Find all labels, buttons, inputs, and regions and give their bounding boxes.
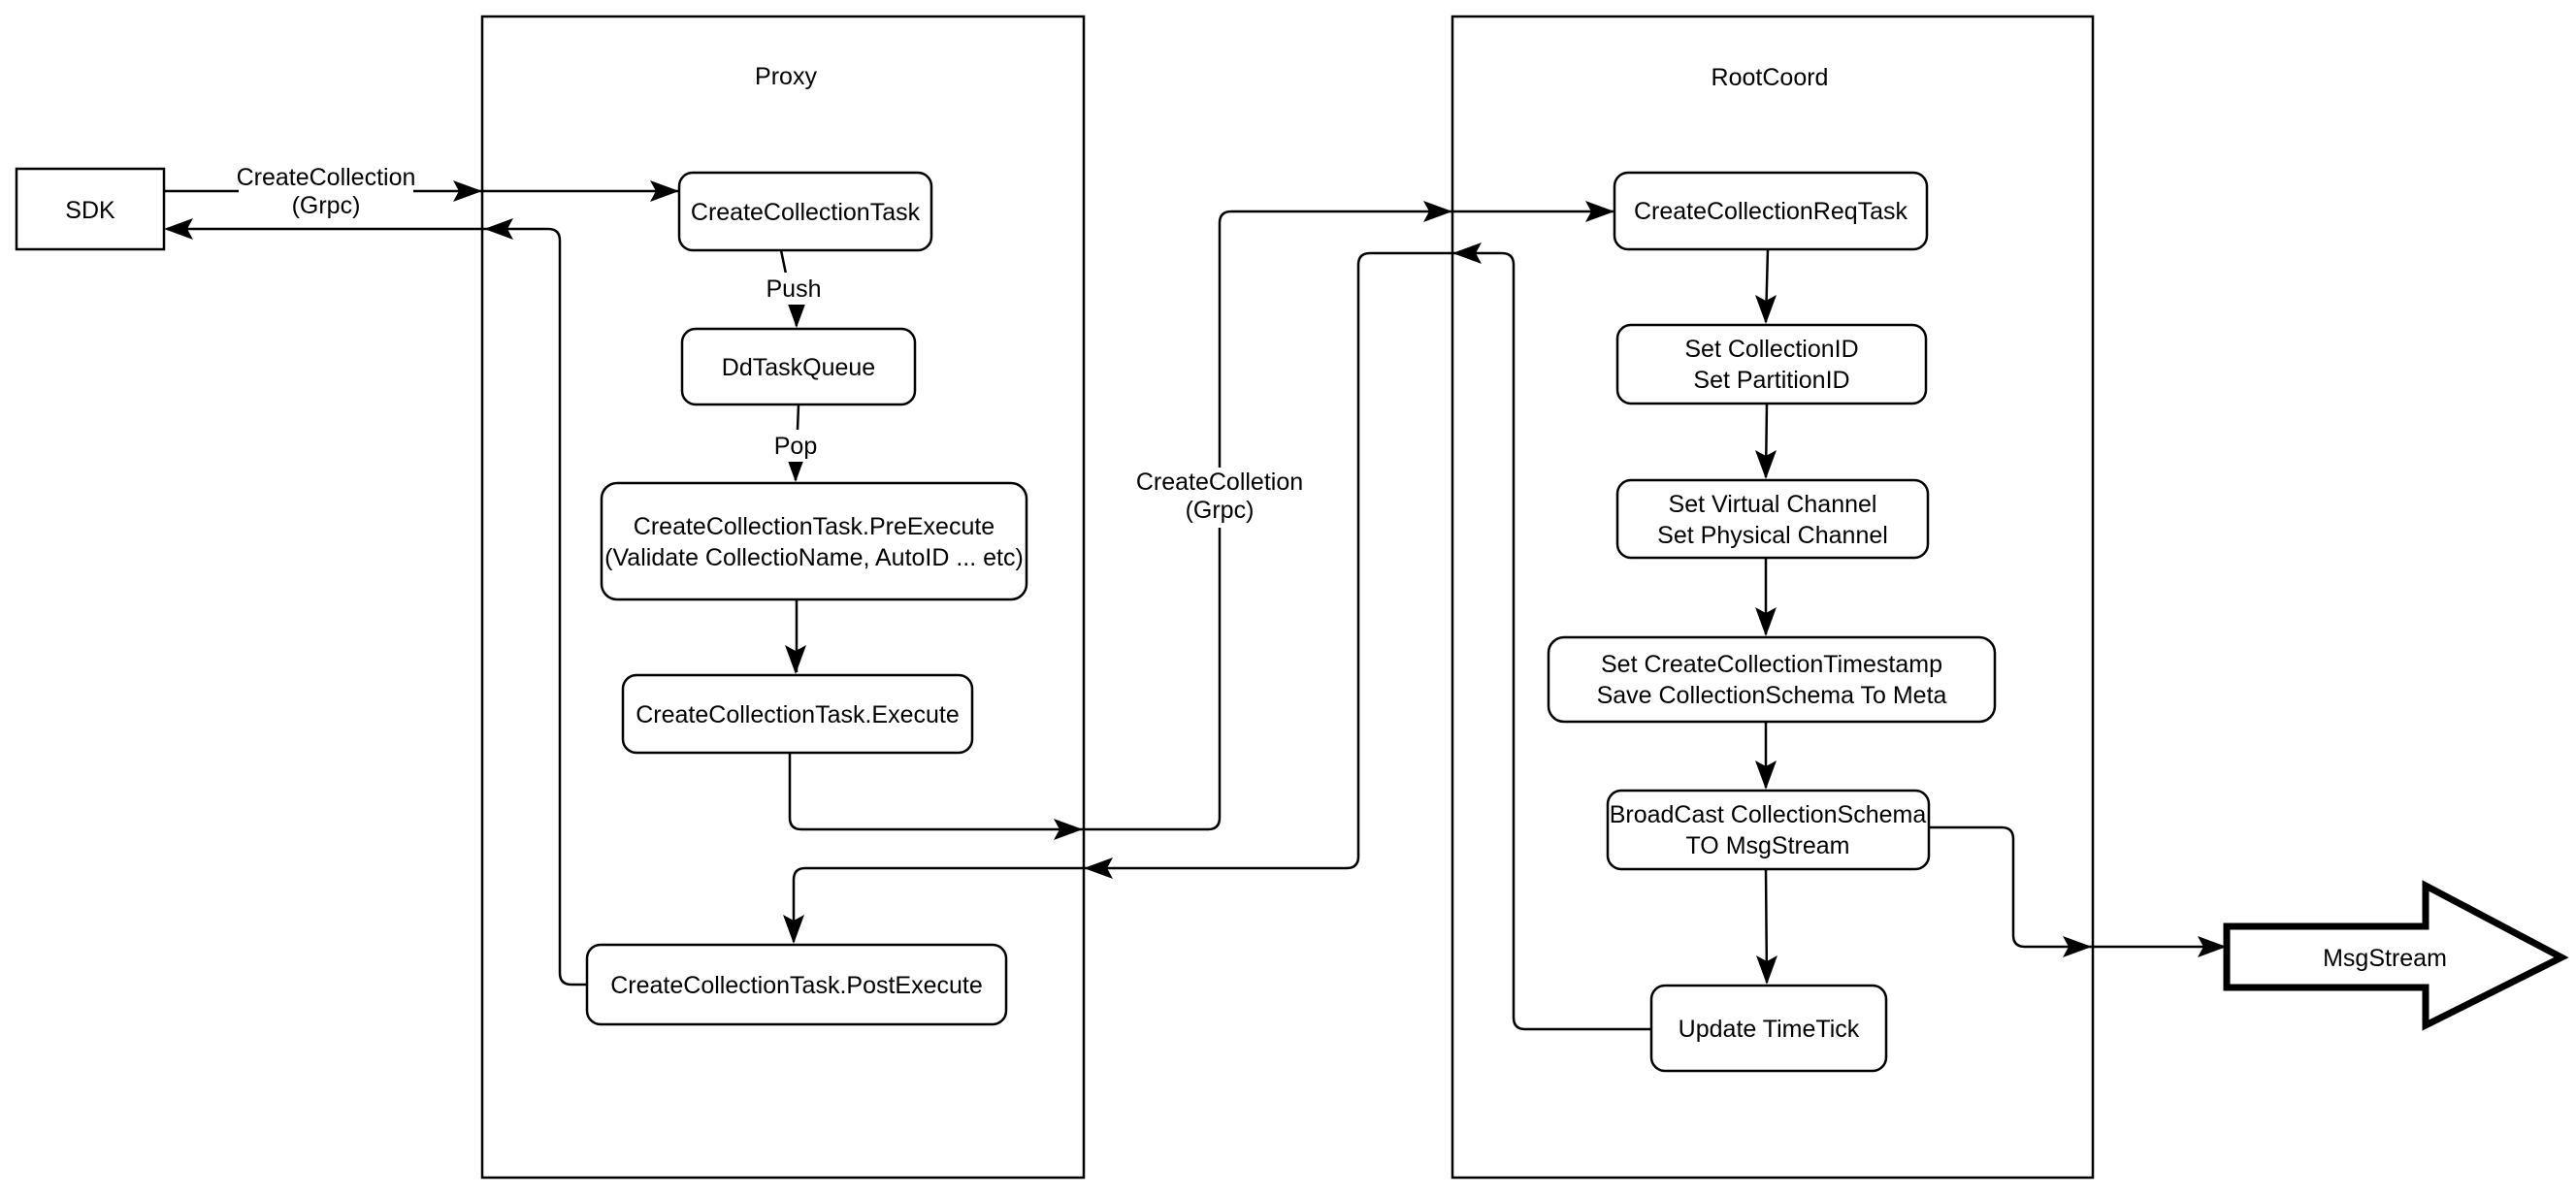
settimestamp-label-line1: Set CreateCollectionTimestamp <box>1601 651 1942 678</box>
arrowhead-down-ddtaskqueue <box>786 299 807 328</box>
edge-updatetimetick-to-postexecute <box>792 251 1651 1031</box>
setcollectionid-label-line1: Set CollectionID <box>1684 336 1858 363</box>
arrowhead-right-proxy-border-in <box>453 180 482 202</box>
ddtaskqueue-label: DdTaskQueue <box>722 354 875 381</box>
broadcast-node: BroadCast CollectionSchema TO MsgStream <box>1606 789 1931 871</box>
edge-label-proxy-grpc-line1: CreateColletion <box>1136 469 1303 496</box>
createcollectionreqtask-label: CreateCollectionReqTask <box>1634 198 1908 225</box>
preexecute-node: CreateCollectionTask.PreExecute (Validat… <box>600 481 1028 601</box>
sdk-label: SDK <box>65 197 115 224</box>
execute-node: CreateCollectionTask.Execute <box>621 673 974 755</box>
createcollectiontask-node: CreateCollectionTask <box>677 171 933 252</box>
setcollectionid-node: Set CollectionID Set PartitionID <box>1615 323 1928 405</box>
arrowhead-down-postexecute <box>783 915 804 944</box>
edge-label-proxy-grpc: CreateColletion (Grpc) <box>1124 468 1316 528</box>
arrowhead-down-updatetimetick <box>1756 955 1777 985</box>
createcollectionreqtask-node: CreateCollectionReqTask <box>1613 171 1929 251</box>
broadcast-label-line1: BroadCast CollectionSchema <box>1610 801 1927 828</box>
edge-execute-to-reqtask <box>788 210 1614 831</box>
edge-label-sdk-grpc-line2: (Grpc) <box>292 192 361 219</box>
arrowhead-left-sdk <box>164 218 193 240</box>
edge-label-push-text: Push <box>766 275 822 303</box>
edge-label-proxy-grpc-line2: (Grpc) <box>1186 497 1255 524</box>
arrowhead-right-msgstream <box>2198 936 2227 957</box>
arrowhead-left-proxy-border-return2 <box>1084 857 1113 879</box>
settimestamp-label-line2: Save CollectionSchema To Meta <box>1597 682 1947 709</box>
updatetimetick-node: Update TimeTick <box>1649 984 1888 1073</box>
updatetimetick-label: Update TimeTick <box>1679 1016 1860 1043</box>
postexecute-node: CreateCollectionTask.PostExecute <box>585 943 1008 1026</box>
arrowhead-right-rootcoord-border-out <box>2063 936 2092 957</box>
arrowhead-right-rootcoord-border-in <box>1423 201 1452 222</box>
preexecute-label-line2: (Validate CollectioName, AutoID ... etc) <box>604 544 1024 571</box>
edge-label-sdk-grpc-line1: CreateCollection <box>237 164 416 191</box>
arrowhead-down-broadcast <box>1755 760 1777 790</box>
arrowhead-down-settimestamp <box>1755 607 1777 636</box>
arrowhead-down-setcollectionid <box>1755 295 1777 324</box>
execute-label: CreateCollectionTask.Execute <box>636 701 960 728</box>
arrowhead-right-proxy-border-out <box>1054 819 1083 840</box>
setcollectionid-label-line2: Set PartitionID <box>1693 367 1849 394</box>
msgstream-arrow: MsgStream <box>2223 880 2569 1031</box>
edge-label-sdk-grpc: CreateCollection (Grpc) <box>237 163 416 221</box>
edge-label-push: Push <box>755 273 832 305</box>
proxy-container-title: Proxy <box>755 63 817 90</box>
setchannels-label-line2: Set Physical Channel <box>1657 522 1888 549</box>
setchannels-node: Set Virtual Channel Set Physical Channel <box>1615 478 1930 560</box>
settimestamp-node: Set CreateCollectionTimestamp Save Colle… <box>1547 635 1997 724</box>
edge-broadcast-to-msgstream <box>1929 825 2227 949</box>
edge-label-pop-text: Pop <box>774 433 817 460</box>
arrowhead-down-execute <box>785 645 806 674</box>
arrowhead-left-proxy-border-return <box>484 218 513 240</box>
arrowhead-right-createcollectiontask <box>650 180 679 202</box>
broadcast-label-line2: TO MsgStream <box>1685 832 1849 859</box>
ddtaskqueue-node: DdTaskQueue <box>680 327 917 406</box>
arrowhead-left-rootcoord-border-return <box>1452 243 1482 264</box>
setchannels-label-line1: Set Virtual Channel <box>1669 491 1877 518</box>
createcollectiontask-label: CreateCollectionTask <box>691 199 921 226</box>
edge-postexecute-to-sdk <box>167 227 587 987</box>
arrowhead-down-setchannels <box>1755 450 1777 479</box>
preexecute-label-line1: CreateCollectionTask.PreExecute <box>634 513 995 540</box>
edge-label-pop: Pop <box>765 430 827 462</box>
msgstream-label: MsgStream <box>2323 945 2447 972</box>
sdk-node: SDK <box>15 167 166 251</box>
arrowhead-right-reqtask <box>1585 201 1614 222</box>
postexecute-label: CreateCollectionTask.PostExecute <box>610 972 983 999</box>
rootcoord-container-title: RootCoord <box>1712 64 1829 91</box>
